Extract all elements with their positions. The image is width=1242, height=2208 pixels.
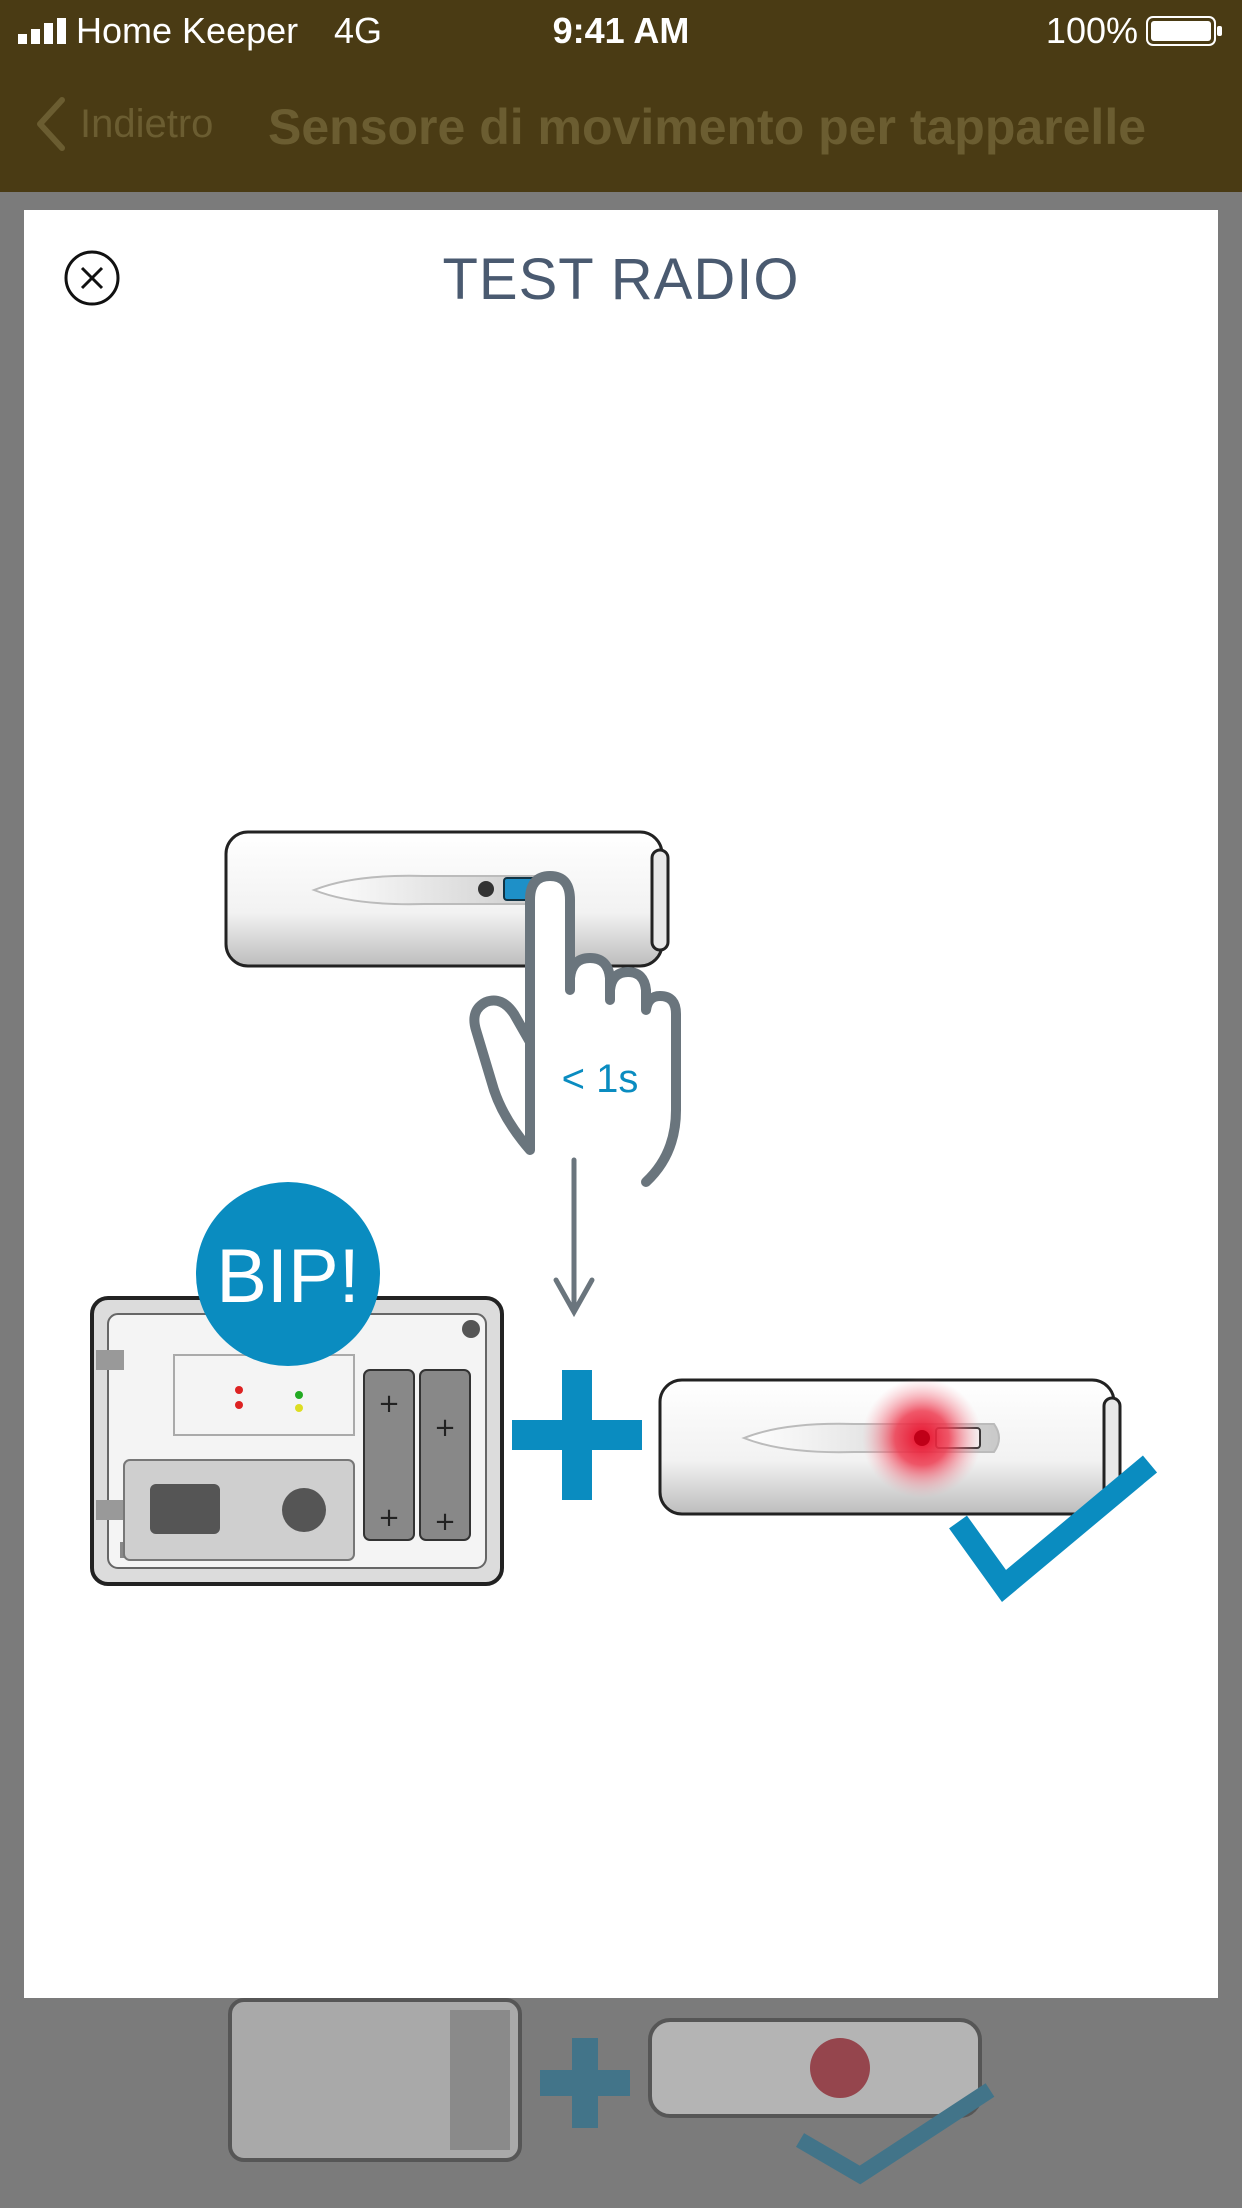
plus-icon [512, 1370, 642, 1500]
sensor-right [658, 1378, 1122, 1516]
back-button[interactable]: Indietro [36, 96, 213, 152]
signal-icon [18, 18, 66, 44]
clock: 9:41 AM [552, 10, 690, 51]
svg-text:+: + [378, 1503, 400, 1533]
page-title: Sensore di movimento per tapparelle [268, 99, 1147, 155]
status-bar: Home Keeper 4G 9:41 AM 100% [0, 0, 1242, 64]
background-illustration [228, 1998, 995, 2185]
arrow-down-icon [553, 1157, 595, 1318]
sensor-top [224, 830, 670, 968]
test-radio-modal: TEST RADIO [24, 210, 1218, 1998]
beep-label: BIP! [216, 1234, 360, 1319]
press-duration-label: < 1s [562, 1057, 639, 1101]
back-label: Indietro [80, 101, 214, 146]
battery-icon [1146, 16, 1222, 46]
navigation-bar: Indietro Sensore di movimento per tappar… [0, 64, 1242, 192]
beep-bubble: BIP! [196, 1182, 380, 1366]
carrier-name: Home Keeper [76, 10, 299, 51]
modal-title: TEST RADIO [442, 247, 800, 312]
network-type: 4G [334, 10, 383, 51]
svg-text:+: + [378, 1389, 400, 1419]
close-circle-icon[interactable] [64, 250, 120, 306]
checkmark-icon [949, 1455, 1158, 1603]
svg-text:+: + [434, 1507, 456, 1537]
chevron-left-icon [37, 97, 65, 151]
test-radio-illustration: < 1s + + + + [90, 830, 1158, 1603]
central-unit: + + + + [90, 1296, 504, 1586]
svg-text:+: + [434, 1413, 456, 1443]
hand-press-icon [469, 871, 681, 1187]
battery-percent: 100% [1045, 10, 1138, 51]
